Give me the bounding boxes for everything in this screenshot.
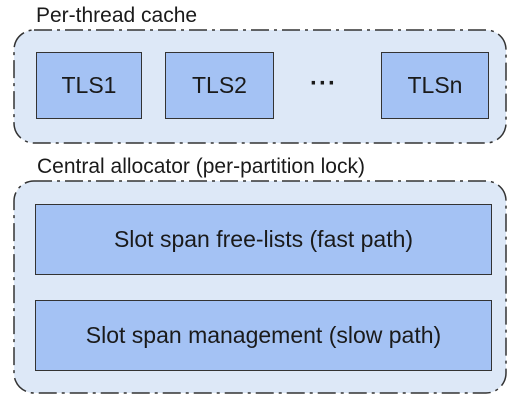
central-allocator-label: Central allocator (per-partition lock) xyxy=(35,155,367,179)
span-management-box: Slot span management (slow path) xyxy=(35,300,492,371)
tls-box-n: TLSn xyxy=(381,52,489,119)
ellipsis: ··· xyxy=(310,70,337,97)
tls-box-1: TLS1 xyxy=(36,52,142,119)
per-thread-cache-label: Per-thread cache xyxy=(34,4,200,28)
free-lists-box: Slot span free-lists (fast path) xyxy=(35,204,492,275)
tls-box-2: TLS2 xyxy=(165,52,274,119)
